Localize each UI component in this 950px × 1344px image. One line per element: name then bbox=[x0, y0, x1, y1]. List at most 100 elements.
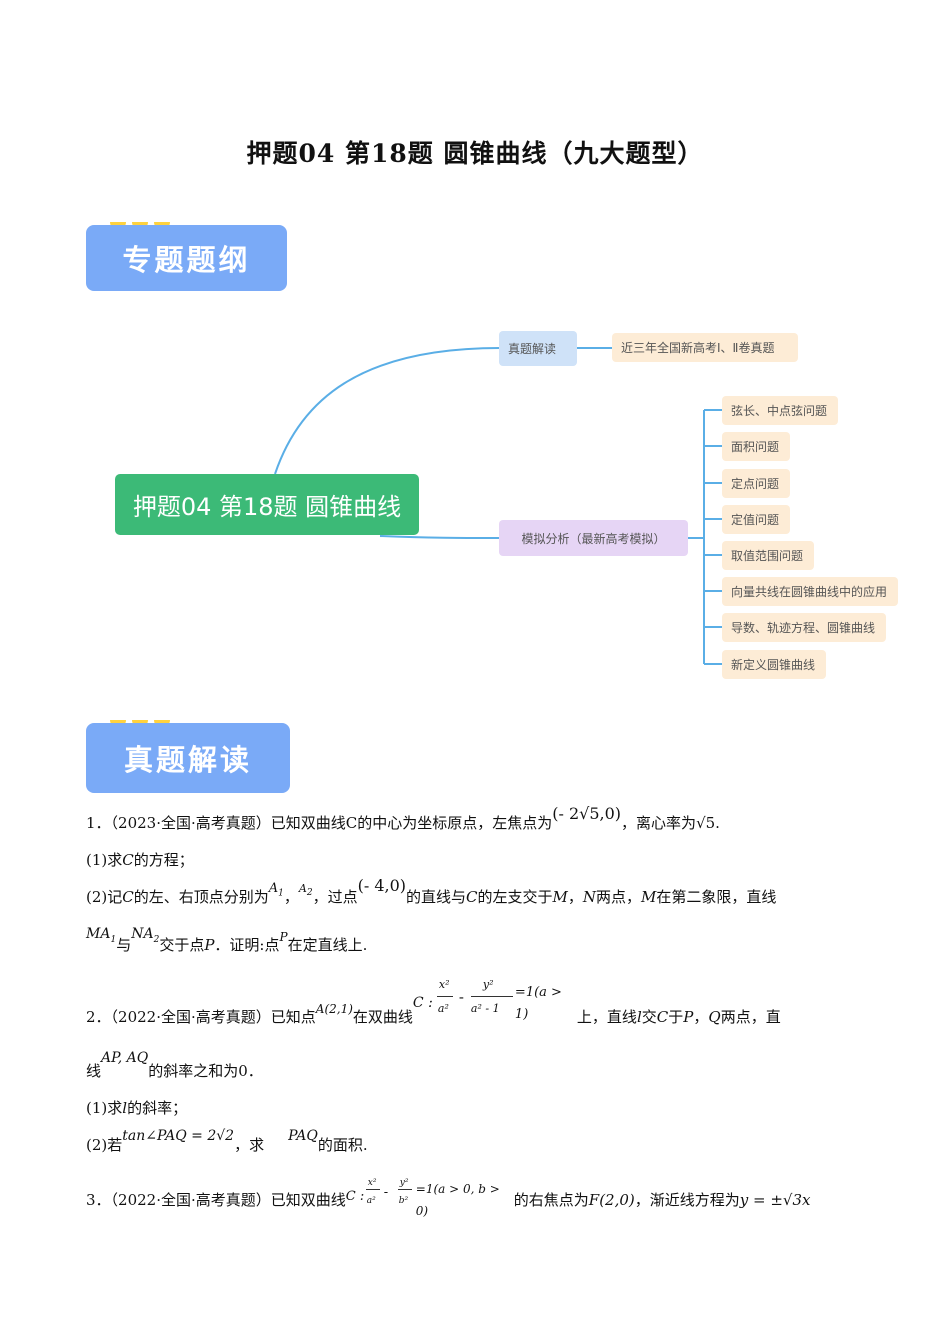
problem-text: (1)求 bbox=[86, 1099, 123, 1117]
math-numerator: x² bbox=[367, 1178, 377, 1188]
problem-2-line2: 线AP, AQ的斜率之和为0． bbox=[86, 1050, 876, 1083]
math-denominator: b² bbox=[398, 1196, 409, 1206]
fraction-bar bbox=[365, 1189, 380, 1190]
problem-text: 交 bbox=[641, 1008, 657, 1026]
problem-source: （2022·全国·高考真题） bbox=[110, 1008, 271, 1026]
math-operator: - bbox=[383, 1185, 389, 1200]
math-var: NA bbox=[131, 926, 154, 942]
math-var: C : bbox=[412, 995, 433, 1011]
problem-text: (2)若 bbox=[86, 1136, 123, 1154]
problem-text: ，渐近线方程为 bbox=[634, 1191, 740, 1209]
problem-number: 1． bbox=[86, 814, 111, 832]
math-ma1: MA1 bbox=[86, 926, 117, 945]
outline-banner: 专题题纲 bbox=[86, 225, 287, 291]
problem-1-statement: 1．（2023·全国·高考真题）已知双曲线C的中心为坐标原点，左焦点为(- 2√… bbox=[86, 804, 876, 834]
fraction-bar bbox=[436, 996, 453, 997]
mindmap-root: 押题04 第18题 圆锥曲线 bbox=[115, 474, 419, 535]
mindmap-branch-real: 真题解读 bbox=[499, 331, 577, 366]
problem-text: 线 bbox=[86, 1062, 102, 1080]
problem-text: 上，直线 bbox=[576, 1008, 637, 1026]
problem-text: 的方程； bbox=[133, 851, 194, 869]
math-var: Q bbox=[708, 1008, 721, 1026]
problem-text: ．证明:点 bbox=[214, 936, 280, 954]
problem-1-q2-cont: MA1与NA2交于点P．证明:点P在定直线上. bbox=[86, 926, 876, 963]
math-expression: y = ±√3x bbox=[739, 1191, 811, 1209]
problem-text: 的直线与 bbox=[406, 888, 467, 906]
fraction-bar bbox=[470, 996, 513, 997]
math-sub: 1 bbox=[110, 934, 117, 945]
mindmap-leaf-sim: 新定义圆锥曲线 bbox=[722, 650, 826, 679]
math-operator: - bbox=[458, 988, 464, 1006]
problem-text: ， bbox=[693, 1008, 709, 1026]
math-var: l bbox=[636, 1008, 642, 1026]
mindmap-leaf-sim: 导数、轨迹方程、圆锥曲线 bbox=[722, 613, 886, 642]
math-denominator: a² bbox=[437, 1002, 449, 1015]
mindmap-leaf-real: 近三年全国新高考Ⅰ、Ⅱ卷真题 bbox=[612, 333, 798, 362]
problem-text: ， bbox=[567, 888, 583, 906]
math-var: P bbox=[204, 936, 215, 954]
problem-text: 的右焦点为 bbox=[513, 1191, 589, 1209]
math-var: A bbox=[298, 882, 307, 895]
math-var: N bbox=[582, 888, 597, 906]
math-var: M bbox=[641, 888, 657, 906]
mindmap-branch-sim: 模拟分析（最新高考模拟） bbox=[499, 520, 688, 556]
math-denominator: a² - 1 bbox=[470, 1002, 500, 1015]
mindmap-leaf-sim: 弦长、中点弦问题 bbox=[722, 396, 838, 425]
mindmap-leaf-sim: 定点问题 bbox=[722, 469, 790, 498]
problem-text: ，过点 bbox=[312, 888, 358, 906]
mindmap-leaf-sim: 定值问题 bbox=[722, 505, 790, 534]
connector-root-branch2 bbox=[379, 535, 501, 539]
math-var: AP, AQ bbox=[101, 1050, 149, 1066]
mindmap-connectors bbox=[274, 347, 722, 665]
problem-text: 在第二象限，直线 bbox=[656, 888, 777, 906]
math-var: C bbox=[656, 1008, 669, 1026]
math-var: C : bbox=[345, 1189, 365, 1204]
problem-text: ，求 bbox=[234, 1136, 265, 1154]
math-numerator: y² bbox=[399, 1178, 409, 1188]
problem-text: 已知双曲线C的中心为坐标原点，左焦点为 bbox=[270, 814, 553, 832]
problem-text: 的斜率之和为0． bbox=[148, 1062, 263, 1080]
problem-text: 在定直线上. bbox=[287, 936, 368, 954]
problem-text: 的斜率； bbox=[127, 1099, 188, 1117]
math-var: M bbox=[552, 888, 568, 906]
math-rhs: =1(a > 1) bbox=[514, 985, 562, 1022]
page-title: 押题04 第18题 圆锥曲线（九大题型） bbox=[246, 139, 704, 168]
problem-text: 交于点 bbox=[159, 936, 205, 954]
math-a1: A1 bbox=[268, 881, 284, 899]
mindmap-leaf-sim: 面积问题 bbox=[722, 432, 790, 461]
math-var: P bbox=[683, 1008, 694, 1026]
problem-1-q2: (2)记C的左、右顶点分别为A1，A2，过点(- 4,0)的直线与C的左支交于M… bbox=[86, 876, 876, 915]
math-point: (- 4,0) bbox=[357, 876, 407, 895]
math-var: l bbox=[122, 1099, 128, 1117]
problem-text: (2)记 bbox=[86, 888, 123, 906]
mindmap-leaf-sim: 取值范围问题 bbox=[722, 541, 814, 570]
math-numerator: y² bbox=[482, 978, 494, 991]
math-point: A(2,1) bbox=[315, 1002, 353, 1016]
problem-text: 已知点 bbox=[270, 1008, 316, 1026]
problem-text: ，离心率为 bbox=[621, 814, 697, 832]
math-var: C bbox=[122, 851, 134, 869]
math-var: MA bbox=[86, 926, 111, 942]
math-na2: NA2 bbox=[131, 926, 160, 945]
problem-text: 的面积. bbox=[317, 1136, 368, 1154]
math-rhs: =1(a > 0, b > 0) bbox=[415, 1182, 500, 1218]
problem-number: 3． bbox=[86, 1191, 111, 1209]
math-denominator: a² bbox=[366, 1196, 376, 1206]
math-sub: 2 bbox=[153, 934, 160, 945]
connector-root-branch1 bbox=[274, 347, 501, 475]
math-var: C bbox=[466, 888, 478, 906]
problem-text: 在双曲线 bbox=[352, 1008, 413, 1026]
problem-number: 2． bbox=[86, 1008, 111, 1026]
math-focus: (- 2√5,0) bbox=[552, 804, 622, 823]
problem-text: ， bbox=[283, 888, 299, 906]
real-exam-banner: 真题解读 bbox=[86, 723, 290, 793]
problem-text: 两点， bbox=[596, 888, 642, 906]
math-var: P bbox=[279, 930, 288, 944]
math-var: A bbox=[268, 881, 279, 896]
math-point: F(2,0) bbox=[588, 1191, 635, 1209]
problem-text: 的左支交于 bbox=[477, 888, 553, 906]
problem-text: 与 bbox=[116, 936, 132, 954]
